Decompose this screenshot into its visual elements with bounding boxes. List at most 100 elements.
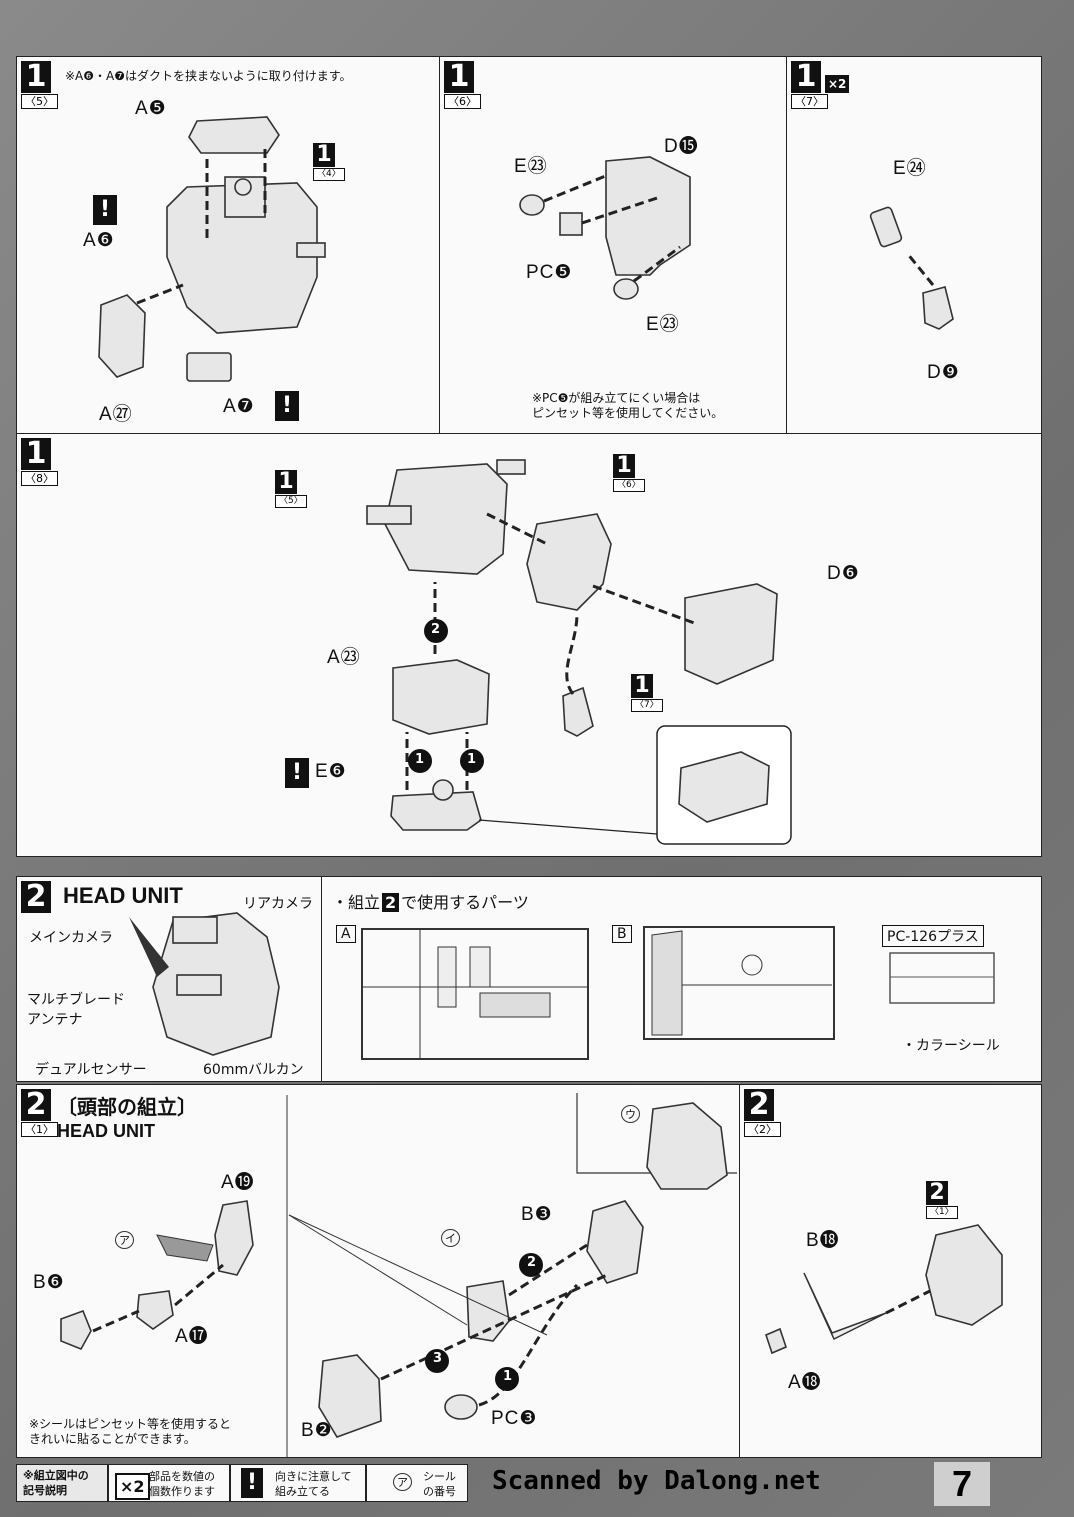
ref-sub: 〈4〉 (313, 168, 345, 181)
step-2-1-panel: 2 〈1〉 〔頭部の組立〕 HEAD UNIT A⓳ B❻ A⓱ B❸ B❷ P… (16, 1084, 740, 1458)
parts-heading-post: で使用するパーツ (401, 893, 529, 912)
legend-multiply-icon: ×2 (115, 1473, 150, 1500)
label-a17: A⓱ (175, 1326, 209, 1347)
legend-seal-text: シール の番号 (423, 1470, 456, 1498)
ref-step-1-4: 1 〈4〉 (313, 143, 345, 181)
antenna-label: マルチブレード アンテナ (27, 992, 125, 1028)
head-unit-title: HEAD UNIT (63, 883, 183, 908)
head-assembly-title: 〔頭部の組立〕 (57, 1097, 197, 1119)
ref-number: 1 (275, 470, 297, 494)
seal-note: ※シールはピンセット等を使用すると きれいに貼ることができます。 (29, 1417, 232, 1446)
dual-sensor-label: デュアルセンサー (35, 1062, 147, 1078)
order-1-left: 1 (415, 752, 425, 767)
head-illustration (129, 912, 280, 1056)
head-assembly-illustration (60, 1093, 737, 1457)
label-a27: A㉗ (99, 404, 133, 425)
step-1-7-badge: 1 〈7〉 (791, 61, 828, 109)
order-2: 2 (527, 1255, 537, 1270)
ref-number: 1 (313, 143, 335, 167)
legend-warning-cell: ! 向きに注意して 組み立てる (230, 1464, 366, 1502)
runner-a-illustration (361, 928, 589, 1060)
warning-icon: ! (93, 195, 117, 225)
step-number: 1 (21, 61, 51, 93)
ref-step-1-7: 1 〈7〉 (631, 674, 663, 712)
step-sub: 〈5〉 (21, 94, 58, 109)
step-2-1-badge: 2 〈1〉 (21, 1089, 58, 1137)
label-a5: A❺ (135, 98, 167, 119)
main-camera-label: メインカメラ (29, 930, 113, 946)
ref-sub: 〈7〉 (631, 699, 663, 712)
torso-chest-illustration (98, 116, 326, 382)
label-e6: E❻ (315, 761, 347, 782)
seal-u-label: ウ (621, 1105, 640, 1123)
parts-heading-pre: ・組立 (332, 893, 381, 912)
label-e24: E㉔ (893, 158, 927, 179)
ref-sub: 〈5〉 (275, 495, 307, 508)
step-2-2-badge: 2 〈2〉 (744, 1089, 781, 1137)
label-d9: D❾ (927, 362, 960, 383)
ref-number: 1 (631, 674, 653, 698)
head-assembly-subtitle: HEAD UNIT (57, 1121, 155, 1141)
step-number: 2 (21, 1089, 51, 1121)
ref-step-1-5: 1 〈5〉 (275, 470, 307, 508)
label-a18: A⓲ (788, 1372, 822, 1393)
label-d6: D❻ (827, 563, 860, 584)
runner-b-label: B (612, 925, 632, 943)
pc-runner-illustration (889, 952, 995, 1004)
label-b3: B❸ (521, 1204, 553, 1225)
legend-warning-icon: ! (241, 1468, 263, 1498)
label-b18: B⓲ (806, 1230, 840, 1251)
ref-step-1-6: 1 〈6〉 (613, 454, 645, 492)
step-1-8-panel: 1 〈8〉 1 〈5〉 1 〈6〉 1 〈7〉 D❻ A㉓ ! E❻ (16, 433, 1042, 857)
step-number: 1 (21, 438, 51, 470)
label-a19: A⓳ (221, 1172, 255, 1193)
label-pce: PC❺ (526, 262, 573, 283)
label-a6: A❻ (83, 230, 115, 251)
warning-icon: ! (275, 391, 299, 421)
multiply-badge: ×2 (825, 75, 850, 93)
torso-assembly-illustration (366, 459, 792, 845)
order-1-right: 1 (467, 752, 477, 767)
ref-step-2-1: 2 〈1〉 (926, 1181, 958, 1219)
step-number: 1 (444, 61, 474, 93)
legend-seal-cell: ア シール の番号 (366, 1464, 468, 1502)
runner-b-illustration (643, 926, 835, 1040)
runner-a-label: A (336, 925, 356, 943)
legend-multiply-text: 部品を数値の 個数作ります (149, 1470, 215, 1498)
legend-title: ※組立図中の 記号説明 (23, 1469, 89, 1497)
step-number: 2 (21, 881, 51, 913)
step-1-6-panel: 1 〈6〉 E㉓ D⓯ PC❺ E㉓ ※PC❺が組み立てにくい場合は ピンセット… (439, 56, 787, 434)
step-note: ※A❻・A❼はダクトを挟まないように取り付けます。 (65, 69, 352, 83)
step-sub: 〈2〉 (744, 1122, 781, 1137)
ref-number: 2 (926, 1181, 948, 1205)
step-number: 2 (744, 1089, 774, 1121)
label-pcb: PC❸ (491, 1408, 538, 1429)
antenna-assembly-illustration (765, 1224, 1003, 1355)
ref-number: 1 (613, 454, 635, 478)
head-unit-step: 2 (21, 881, 51, 913)
page-number: 7 (934, 1462, 990, 1506)
legend-title-cell: ※組立図中の 記号説明 (16, 1464, 108, 1502)
pc-label: PC-126プラス (882, 925, 984, 947)
legend-multiply-cell: ×2 部品を数値の 個数作ります (108, 1464, 230, 1502)
head-unit-overview: 2 HEAD UNIT リアカメラ メインカメラ マルチブレード アンテナ デュ… (16, 876, 322, 1082)
order-2: 2 (431, 622, 441, 637)
parts-heading-num: 2 (382, 893, 400, 912)
label-e23-lower: E㉓ (646, 314, 680, 335)
label-b2: B❷ (301, 1420, 333, 1441)
ref-sub: 〈6〉 (613, 479, 645, 492)
watermark: Scanned by Dalong.net (492, 1466, 821, 1496)
step-number: 1 (791, 61, 821, 93)
label-a7: A❼ (223, 396, 255, 417)
waist-frame-illustration (519, 156, 691, 300)
order-3: 3 (433, 1351, 443, 1366)
step-sub: 〈1〉 (21, 1122, 58, 1137)
vulcan-label: 60mmバルカン (203, 1062, 304, 1078)
step-sub: 〈6〉 (444, 94, 481, 109)
step-sub: 〈7〉 (791, 94, 828, 109)
label-a23: A㉓ (327, 647, 361, 668)
legend-seal-icon: ア (393, 1473, 412, 1491)
seal-label: ・カラーシール (902, 1038, 1000, 1054)
